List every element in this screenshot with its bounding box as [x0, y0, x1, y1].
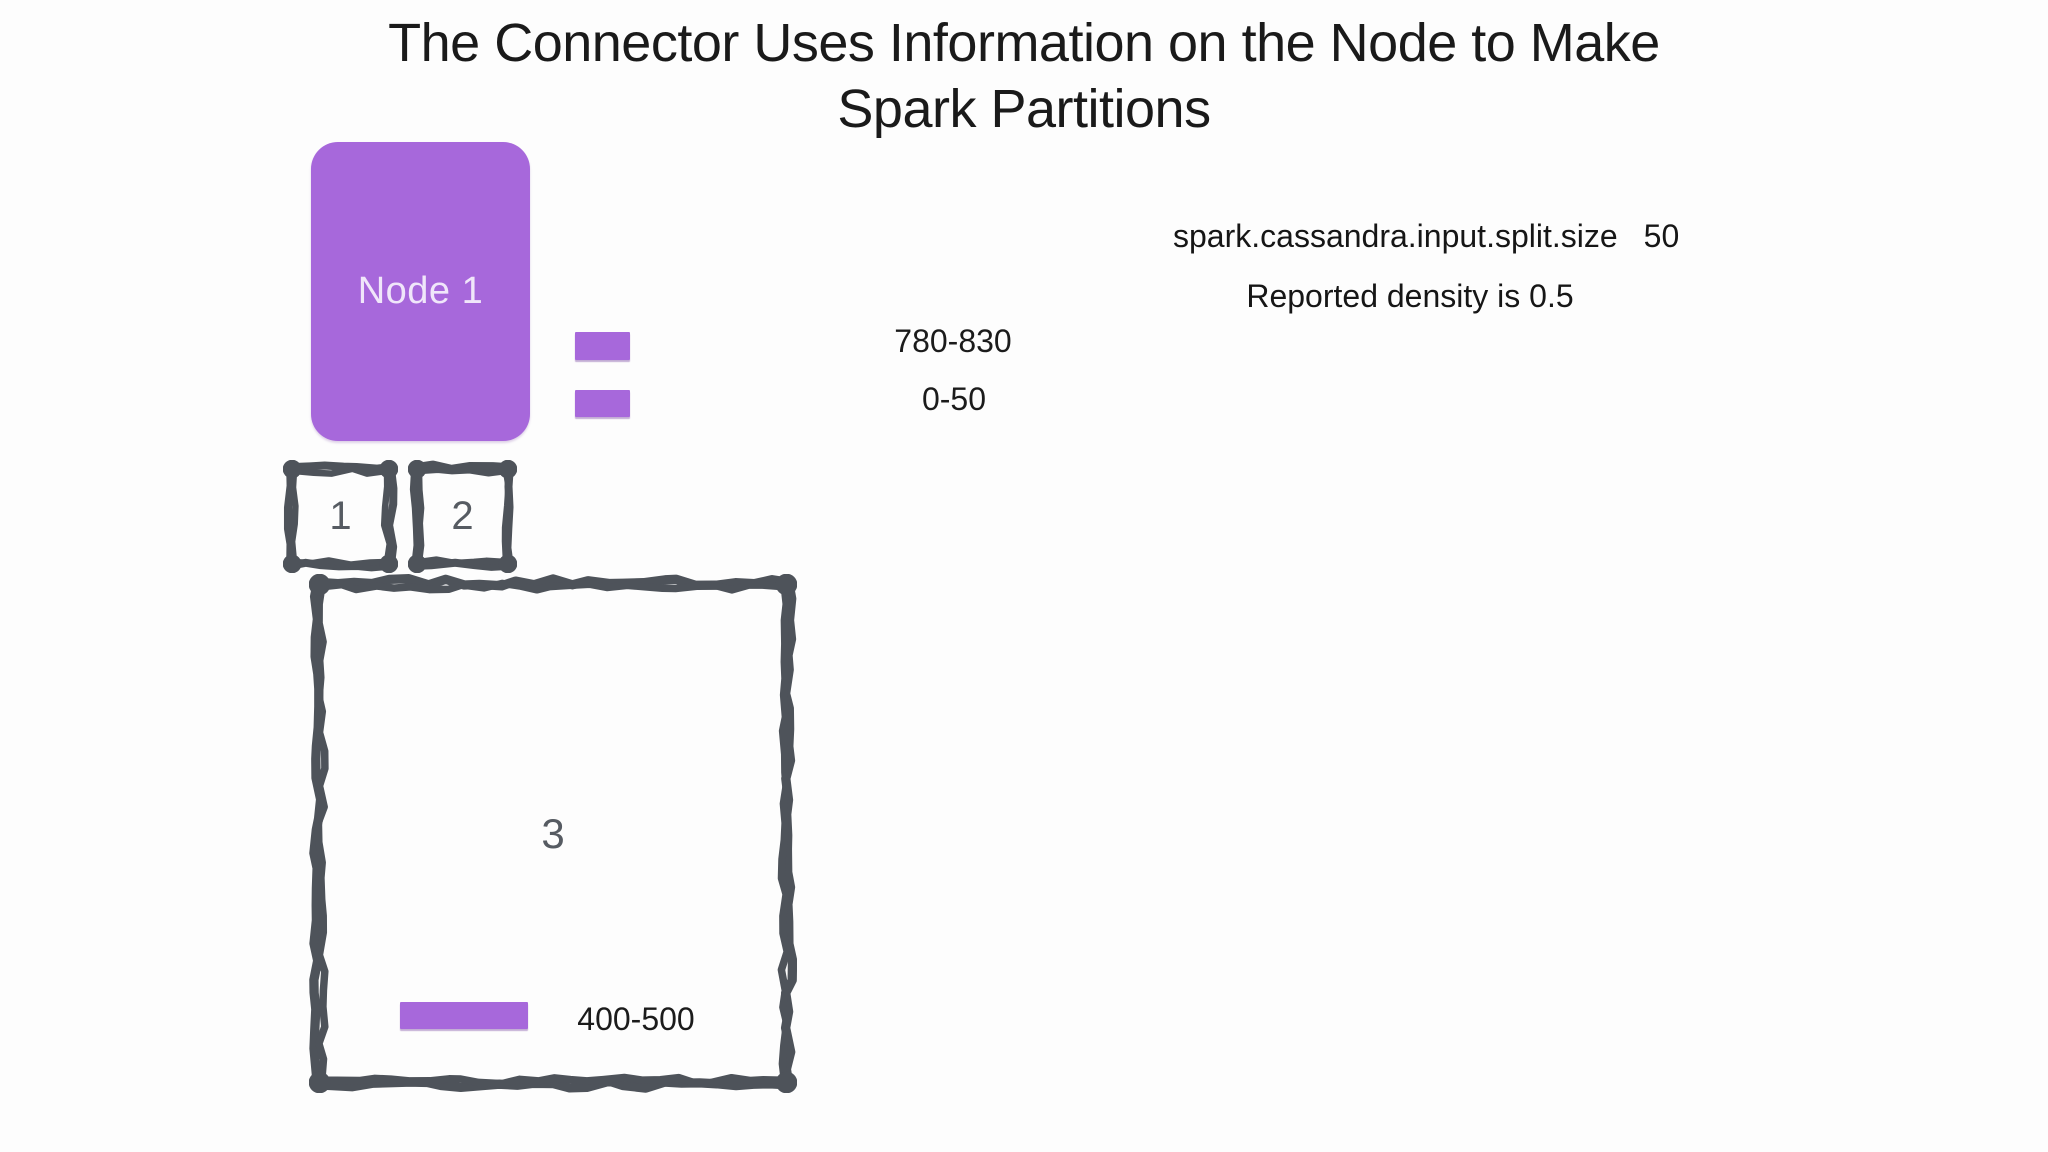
node-label: Node 1: [357, 270, 484, 312]
token-range-label-2: 0-50: [921, 381, 987, 417]
sketch-border-icon: [309, 574, 797, 1093]
partition-number-1: 1: [329, 494, 352, 538]
node-1-box: Node 1: [311, 142, 530, 441]
partition-number-2: 2: [451, 494, 474, 538]
title-line-2: Spark Partitions: [837, 79, 1211, 139]
config-row: spark.cassandra.input.split.size 50: [1173, 216, 1679, 256]
token-range-chip-1: [575, 332, 630, 360]
partition-box-2: 2: [408, 460, 517, 573]
partition-box-3: 3: [309, 574, 797, 1093]
partition-number-3: 3: [541, 809, 565, 857]
density-note: Reported density is 0.5: [1246, 278, 1574, 314]
sketch-border-icon: [283, 460, 398, 573]
config-value: 50: [1643, 218, 1680, 254]
config-key: spark.cassandra.input.split.size: [1173, 218, 1618, 254]
partition-range-chip: [400, 1002, 528, 1029]
token-range-chip-2: [575, 390, 630, 417]
token-range-label-1: 780-830: [894, 323, 1012, 359]
partition-box-1: 1: [283, 460, 398, 573]
sketch-border-icon: [408, 460, 517, 573]
title-line-1: The Connector Uses Information on the No…: [388, 13, 1660, 73]
partition-range-label: 400-500: [577, 1001, 695, 1037]
page-title: The Connector Uses Information on the No…: [0, 10, 2048, 142]
